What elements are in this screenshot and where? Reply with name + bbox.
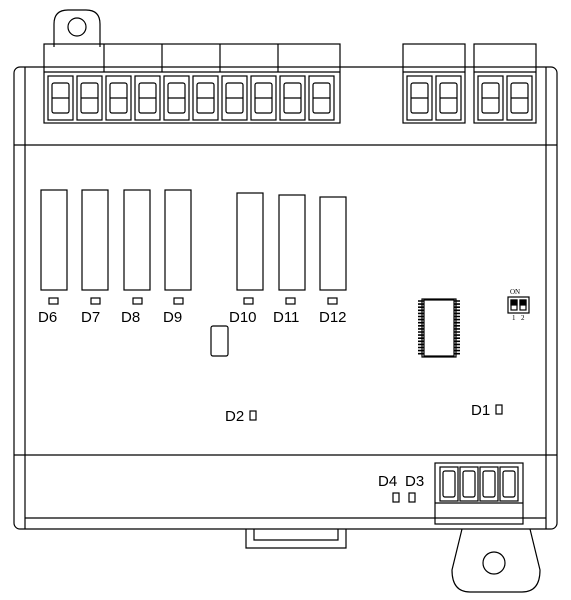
top-terminal-housing-left <box>43 43 341 124</box>
bottom-screw-terminal-3 <box>479 466 499 502</box>
top-mounting-ear <box>53 9 101 47</box>
relay-led-array <box>48 297 338 305</box>
enclosure-body <box>13 66 558 530</box>
screw-terminal-2 <box>76 75 103 121</box>
crystal-component <box>210 325 229 357</box>
relay-led-6 <box>285 297 296 305</box>
relay-7 <box>319 196 347 291</box>
label-d3: D3 <box>405 473 425 490</box>
top-terminal-housing-right-a <box>402 43 466 124</box>
screw-terminal-7 <box>221 75 248 121</box>
relay-5 <box>236 192 264 291</box>
screw-terminal-13 <box>477 75 504 121</box>
screw-terminal-10 <box>308 75 335 121</box>
led-d1 <box>495 404 503 415</box>
relay-led-4 <box>173 297 184 305</box>
chip-body <box>423 299 455 357</box>
top-terminal-housing-right-b <box>473 43 537 124</box>
label-d11: D11 <box>273 309 300 326</box>
screw-terminal-3 <box>105 75 132 121</box>
screw-terminal-4 <box>134 75 161 121</box>
top-screw-terminals <box>47 75 533 121</box>
relay-led-2 <box>90 297 101 305</box>
dip-pos1-label: 1 <box>512 314 516 322</box>
screw-terminal-12 <box>435 75 462 121</box>
label-d6: D6 <box>38 309 58 326</box>
relay-led-1 <box>48 297 59 305</box>
din-clip <box>245 529 347 549</box>
screw-terminal-1 <box>47 75 74 121</box>
top-mounting-hole <box>67 17 87 37</box>
dip-switch[interactable] <box>507 296 530 314</box>
label-d8: D8 <box>121 309 141 326</box>
bottom-screw-terminal-1 <box>439 466 459 502</box>
label-d4: D4 <box>378 473 398 490</box>
relay-led-7 <box>327 297 338 305</box>
relay-6 <box>278 194 306 291</box>
label-d12: D12 <box>319 309 347 326</box>
bottom-screw-terminals <box>439 466 519 502</box>
relay-led-3 <box>132 297 143 305</box>
screw-terminal-5 <box>163 75 190 121</box>
led-d2 <box>249 410 257 421</box>
screw-terminal-11 <box>406 75 433 121</box>
label-d9: D9 <box>163 309 183 326</box>
label-d10: D10 <box>229 309 257 326</box>
relay-led-5 <box>243 297 254 305</box>
bottom-terminal-housing <box>434 462 524 525</box>
bottom-mounting-ear <box>451 528 541 593</box>
relay-1 <box>40 189 68 291</box>
led-d3 <box>408 492 416 503</box>
bottom-screw-terminal-4 <box>499 466 519 502</box>
bottom-screw-terminal-2 <box>459 466 479 502</box>
relay-4 <box>164 189 192 291</box>
bottom-mounting-hole <box>482 551 506 575</box>
dip-on-label: ON <box>510 288 521 296</box>
screw-terminal-6 <box>192 75 219 121</box>
label-d7: D7 <box>81 309 101 326</box>
ic-chip <box>418 298 460 358</box>
relay-array <box>40 189 347 291</box>
relay-3 <box>123 189 151 291</box>
label-d2: D2 <box>225 408 245 425</box>
led-d4 <box>392 492 400 503</box>
dip-pos2-label: 2 <box>521 314 525 322</box>
label-d1: D1 <box>471 402 491 419</box>
relay-2 <box>81 189 109 291</box>
screw-terminal-9 <box>279 75 306 121</box>
screw-terminal-14 <box>506 75 533 121</box>
screw-terminal-8 <box>250 75 277 121</box>
